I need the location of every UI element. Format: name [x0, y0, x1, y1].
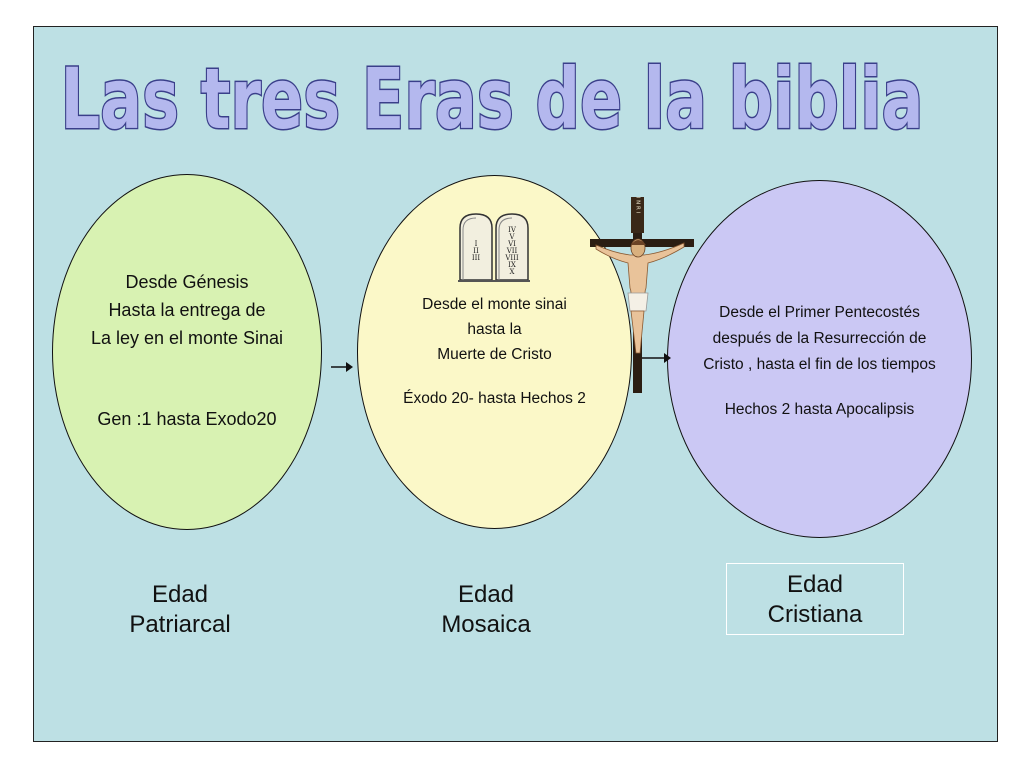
tablet-numeral: III: [472, 254, 481, 262]
crucifix-icon: I N R I: [590, 197, 694, 393]
tablet-numeral: VIII: [504, 254, 519, 262]
era-description-mosaica: Desde el monte sinai hasta la Muerte de …: [422, 296, 567, 363]
tablet-numeral: VII: [506, 247, 518, 255]
era-oval-mosaica: [357, 175, 632, 529]
inri-inscription: I N R I: [635, 197, 641, 214]
tablet-numeral: VI: [507, 240, 516, 248]
tablet-numeral: V: [508, 233, 515, 241]
era-label-cristiana: Edad Cristiana: [726, 563, 904, 635]
page-title: Las tres Eras de la biblia: [59, 49, 925, 149]
tablet-numeral: IV: [508, 226, 517, 234]
era-label-patriarcal: Edad Patriarcal: [129, 581, 231, 638]
era-reference-cristiana: Hechos 2 hasta Apocalipsis: [724, 401, 915, 418]
era-description-cristiana: Desde el Primer Pentecostés después de l…: [703, 304, 936, 373]
arrow-right-icon: [331, 362, 353, 372]
era-reference-mosaica: Éxodo 20- hasta Hechos 2: [403, 390, 586, 407]
era-reference-patriarcal: Gen :1 hasta Exodo20: [97, 409, 277, 429]
tablet-numeral: I: [475, 240, 478, 248]
era-oval-patriarcal: [52, 174, 322, 530]
arrow-right-icon: [641, 353, 671, 363]
tablet-numeral: II: [473, 247, 479, 255]
title-text: Las tres Eras de la biblia: [61, 51, 924, 149]
tablet-numeral: IX: [508, 261, 516, 269]
era-label-mosaica: Edad Mosaica: [441, 581, 531, 638]
era-oval-cristiana: [667, 180, 972, 538]
tablet-numeral: X: [510, 268, 515, 276]
era-description-patriarcal: Desde Génesis Hasta la entrega de La ley…: [90, 272, 284, 348]
